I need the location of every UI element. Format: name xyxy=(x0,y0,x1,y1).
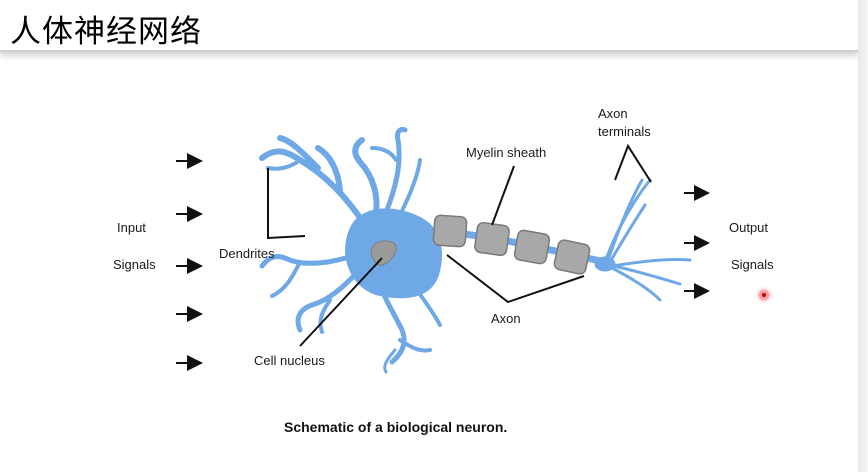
input-signals-label: Signals xyxy=(113,257,156,272)
myelin-segment xyxy=(432,214,468,248)
nucleus-leader xyxy=(299,257,383,347)
dendrites-leader xyxy=(267,168,306,240)
slide-title-bar: 人体神经网络 xyxy=(0,0,858,52)
leader-lines xyxy=(267,143,652,347)
dendrites xyxy=(259,127,442,374)
cell-nucleus-label: Cell nucleus xyxy=(254,353,325,368)
axon-leader xyxy=(446,254,585,304)
myelin-sheath-label: Myelin sheath xyxy=(466,145,547,160)
axon-terminals-label-line2: terminals xyxy=(598,124,651,139)
slide-title: 人体神经网络 xyxy=(10,14,202,50)
output-arrows xyxy=(684,185,710,299)
laser-pointer-cursor xyxy=(759,290,769,300)
myelin-segment xyxy=(553,239,591,275)
axon-terminal-branches xyxy=(603,178,692,302)
figure-caption: Schematic of a biological neuron. xyxy=(284,419,508,435)
myelin-segments xyxy=(432,214,591,275)
myelin-segment xyxy=(513,229,551,265)
terminals-leader xyxy=(614,143,652,183)
input-arrows xyxy=(176,153,203,371)
slide-edge xyxy=(858,0,868,472)
input-label: Input xyxy=(117,220,146,235)
axon-label: Axon xyxy=(491,311,521,326)
myelin-segment xyxy=(474,221,510,257)
axon-terminals-label-line1: Axon xyxy=(598,106,628,121)
output-label: Output xyxy=(729,220,769,235)
myelin-leader xyxy=(491,165,515,226)
dendrites-label: Dendrites xyxy=(219,246,275,261)
output-signals-label: Signals xyxy=(731,257,774,272)
